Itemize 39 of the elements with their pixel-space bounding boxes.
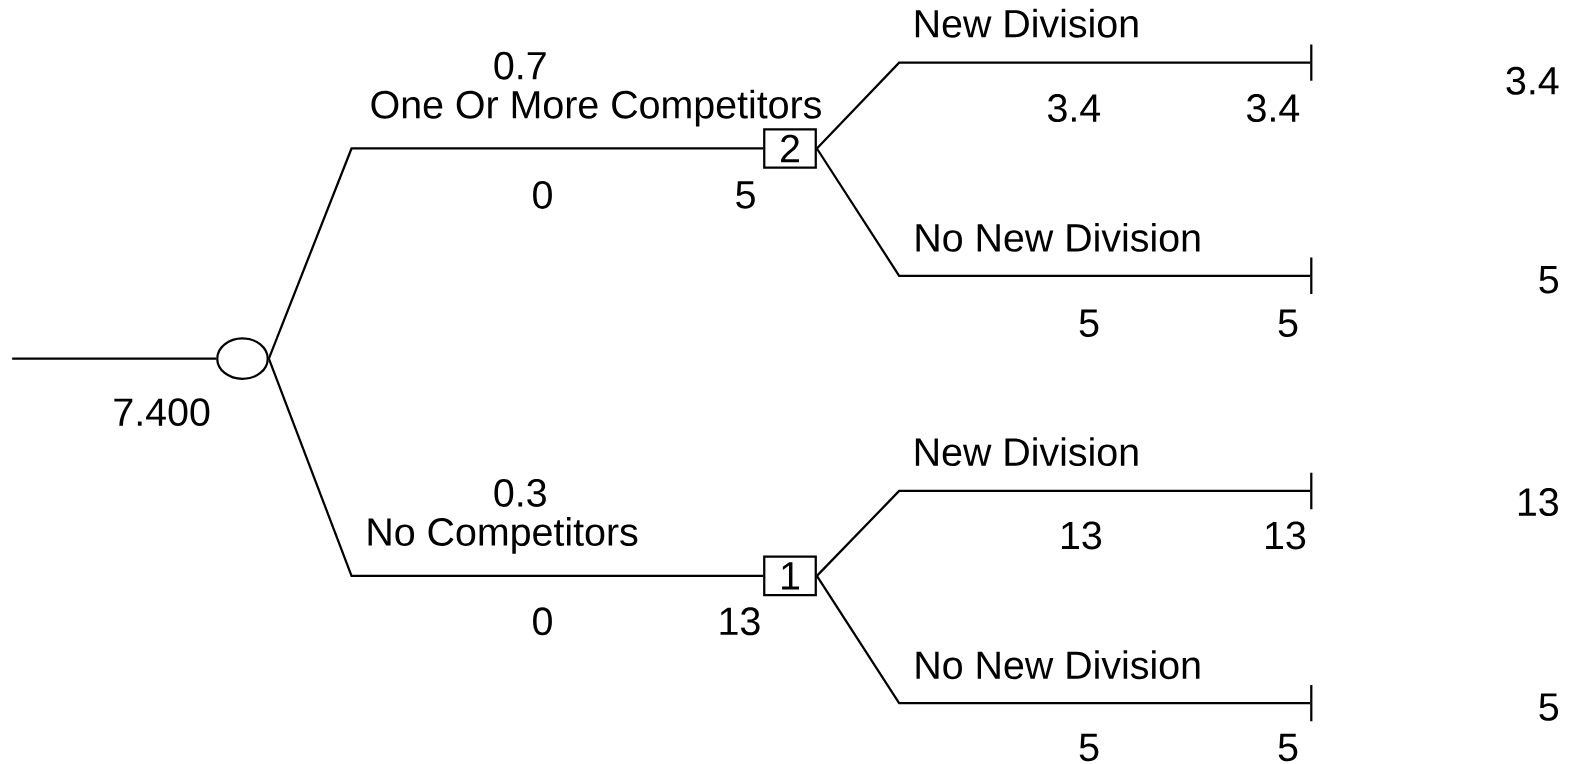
value-label: 5 [1079, 309, 1099, 338]
value-label: 0.3 [494, 479, 546, 507]
value-label: 13 [1062, 521, 1102, 550]
payoff-value: 5 [1539, 266, 1559, 294]
branch-label: No New Division [916, 222, 1200, 252]
value-label: 13 [1266, 521, 1306, 550]
value-label: 7.400 [114, 398, 210, 427]
value-label: 3.4 [1247, 94, 1300, 123]
value-label: 5 [1079, 733, 1099, 762]
branch-label: New Division [915, 437, 1138, 467]
branch-label: One Or More Competitors [371, 89, 821, 127]
branch-line [816, 489, 1311, 577]
payoff-value: 3.4 [1506, 66, 1559, 95]
branch-line [815, 575, 1311, 705]
decision-box: 2 [763, 128, 817, 169]
value-label: 13 [720, 607, 760, 636]
value-label: 3.4 [1048, 94, 1101, 123]
decision-box: 1 [763, 555, 817, 597]
branch-line [267, 358, 764, 577]
end-bar [1310, 43, 1313, 82]
value-label: 0 [533, 607, 552, 636]
end-bar [1310, 256, 1313, 296]
payoff-value: 5 [1539, 693, 1559, 721]
value-label: 5 [1278, 309, 1298, 338]
branch-label: New Division [915, 8, 1138, 38]
branch-line [12, 357, 217, 360]
value-label: 5 [736, 181, 755, 209]
value-label: 5 [1278, 733, 1298, 762]
branch-label: No Competitors [368, 517, 638, 554]
branch-line [267, 147, 764, 360]
branch-label: No New Division [916, 650, 1200, 680]
branch-line [816, 61, 1311, 150]
payoff-value: 13 [1518, 488, 1558, 517]
end-bar [1310, 471, 1313, 511]
end-bar [1310, 683, 1313, 723]
branch-line [815, 147, 1311, 277]
chance-circle [216, 337, 269, 380]
value-label: 0 [533, 181, 552, 209]
value-label: 0.7 [494, 51, 546, 80]
